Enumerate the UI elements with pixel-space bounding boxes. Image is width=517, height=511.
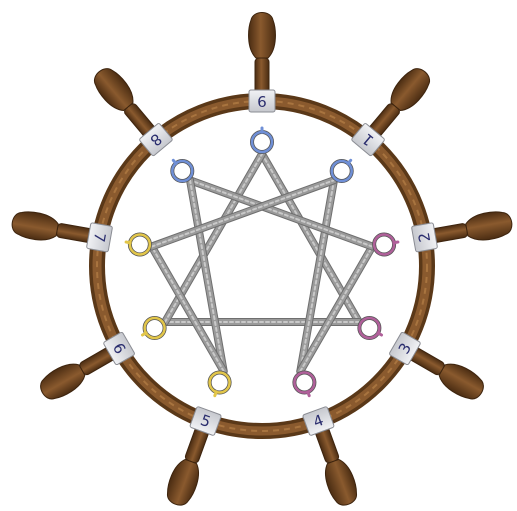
ring-9 bbox=[252, 128, 272, 152]
ring-3 bbox=[359, 318, 381, 338]
plate-label-9: 9 bbox=[257, 92, 267, 110]
enneagram-ropes bbox=[152, 154, 373, 371]
plate-9: 9 bbox=[249, 90, 275, 112]
ring-4 bbox=[294, 373, 314, 396]
ring-1 bbox=[332, 160, 352, 181]
ring-6 bbox=[142, 318, 164, 338]
plate-2: 2 bbox=[411, 223, 437, 252]
handle-9 bbox=[249, 13, 276, 103]
ring-2 bbox=[374, 234, 398, 254]
rope-rings bbox=[126, 128, 398, 396]
ring-5 bbox=[210, 373, 230, 396]
ring-8 bbox=[172, 160, 192, 181]
plate-7: 7 bbox=[86, 223, 112, 252]
ring-7 bbox=[126, 234, 150, 254]
